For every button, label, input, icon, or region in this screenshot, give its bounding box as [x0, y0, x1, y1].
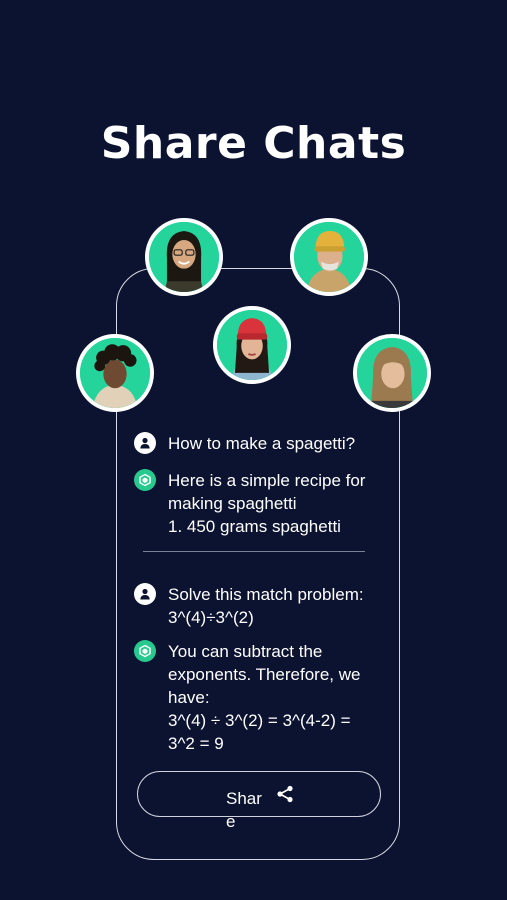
phone-frame: [116, 268, 400, 860]
page-title: Share Chats: [100, 118, 407, 169]
avatar: [290, 218, 368, 296]
share-button[interactable]: Share: [137, 771, 381, 831]
chat-message-text: How to make a spagetti?: [168, 434, 356, 453]
bot-icon: [134, 640, 156, 662]
bot-icon: [134, 469, 156, 491]
chat-message-text: Solve this match problem: 3^(4)÷3^(2): [168, 585, 364, 627]
chat-message-text: You can subtract the exponents. Therefor…: [168, 642, 361, 753]
chat-message-bot: Here is a simple recipe for making spagh…: [134, 469, 384, 541]
divider: [143, 551, 365, 552]
share-icon: [276, 785, 294, 803]
user-icon: [134, 583, 156, 605]
chat-message-bot: You can subtract the exponents. Therefor…: [134, 640, 384, 760]
avatar: [145, 218, 223, 296]
chat-message-user: How to make a spagetti?: [134, 432, 384, 456]
avatar: [213, 306, 291, 384]
chat-message-text: Here is a simple recipe for making spagh…: [168, 471, 366, 536]
avatar: [76, 334, 154, 412]
user-icon: [134, 432, 156, 454]
avatar: [353, 334, 431, 412]
share-button-label: Share: [226, 789, 262, 831]
chat-message-user: Solve this match problem: 3^(4)÷3^(2): [134, 583, 384, 631]
